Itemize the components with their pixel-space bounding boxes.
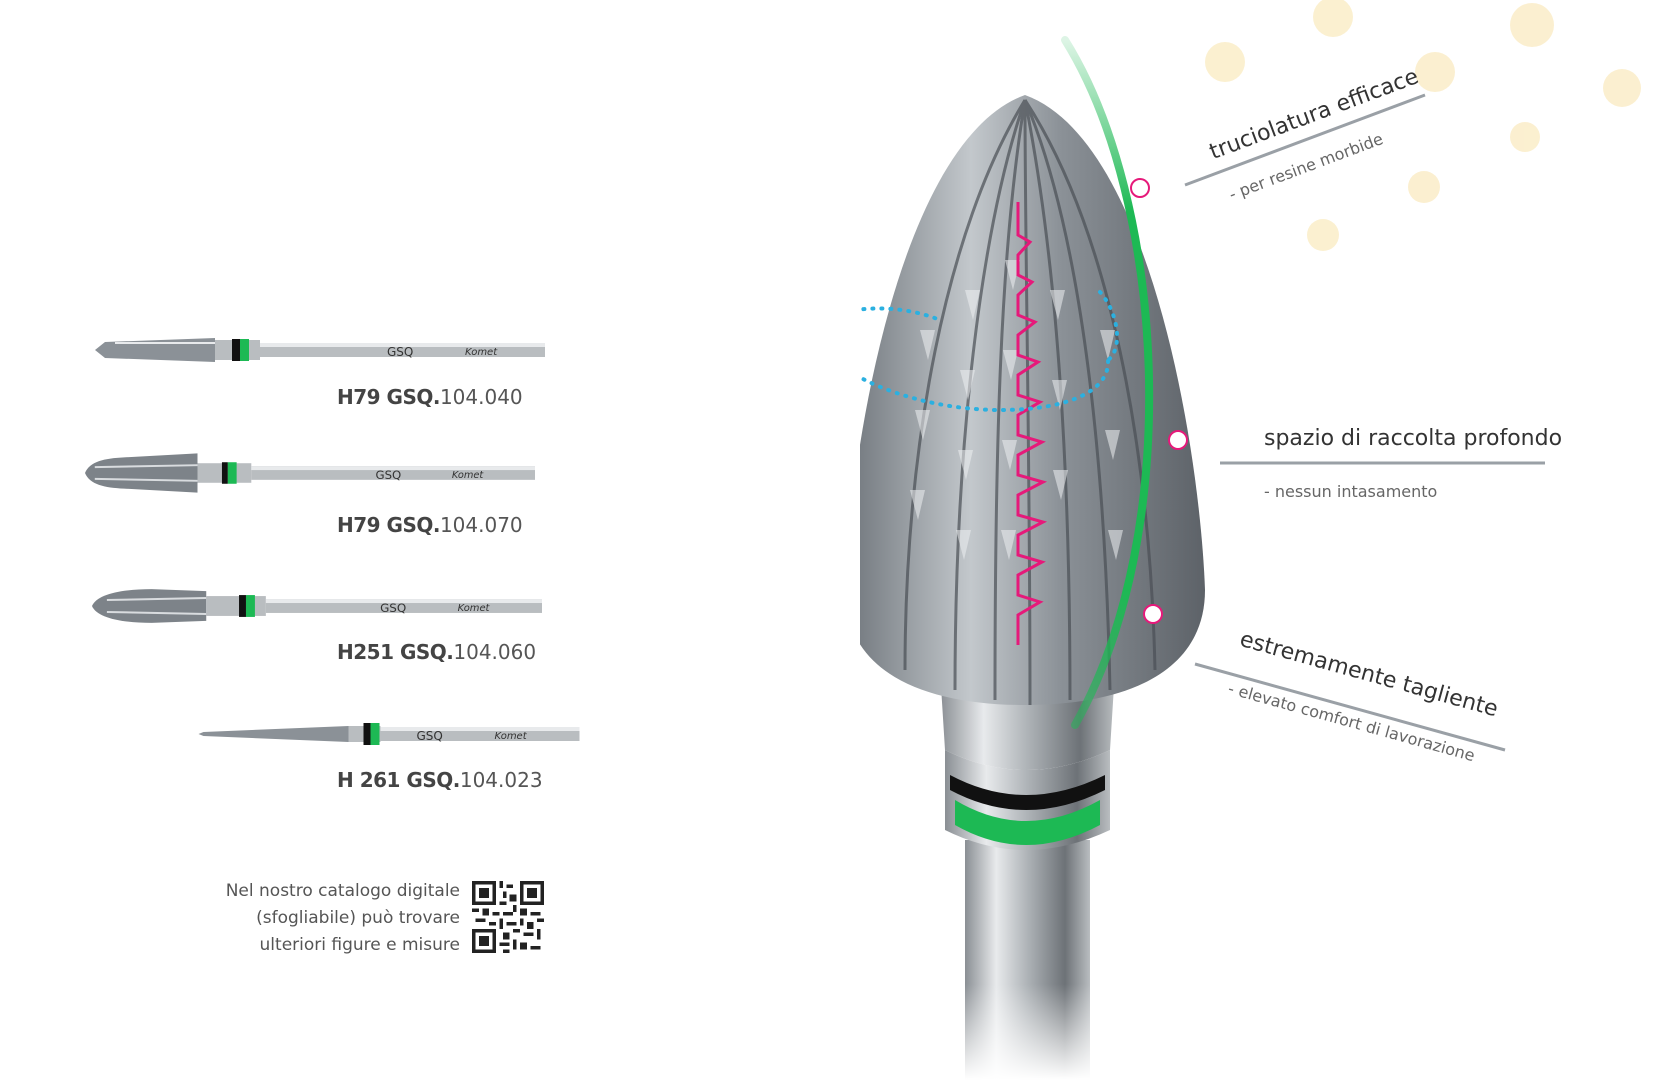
brand-logo: Komet xyxy=(495,731,528,742)
shank-label: GSQ xyxy=(380,601,406,615)
feature-2: spazio di raccolta profondo xyxy=(1264,426,1562,451)
feature-2-sub: - nessun intasamento xyxy=(1264,482,1437,501)
product-image-1: GSQ Komet xyxy=(95,338,545,362)
shank-label: GSQ xyxy=(376,468,402,482)
product-code-4: H 261 GSQ.104.023 xyxy=(337,768,543,792)
product-code-3: H251 GSQ.104.060 xyxy=(337,640,537,664)
brand-logo: Komet xyxy=(458,603,491,614)
qr-code-icon[interactable] xyxy=(472,881,544,953)
shank-label: GSQ xyxy=(387,345,413,359)
catalog-note-line: (sfogliabile) può trovare xyxy=(256,908,460,928)
product-code-1: H79 GSQ.104.040 xyxy=(337,385,523,409)
large-bur-illustration xyxy=(860,36,1205,1080)
brand-logo: Komet xyxy=(465,347,498,358)
catalog-note-line: Nel nostro catalogo digitale xyxy=(225,881,460,901)
product-image-4: GSQ Komet xyxy=(198,723,580,745)
catalog-note-line: ulteriori figure e misure xyxy=(259,935,460,955)
product-image-2: GSQ Komet xyxy=(85,453,535,493)
magenta-edge-profile xyxy=(1016,202,1048,645)
shank-label: GSQ xyxy=(417,729,443,743)
catalog-note: Nel nostro catalogo digitale (sfogliabil… xyxy=(150,878,460,959)
brand-logo: Komet xyxy=(452,470,485,481)
feature-title: spazio di raccolta profondo xyxy=(1264,426,1563,451)
product-image-3: GSQ Komet xyxy=(92,589,542,623)
product-code-2: H79 GSQ.104.070 xyxy=(337,513,523,537)
feature-subtitle: - nessun intasamento xyxy=(1264,482,1438,501)
